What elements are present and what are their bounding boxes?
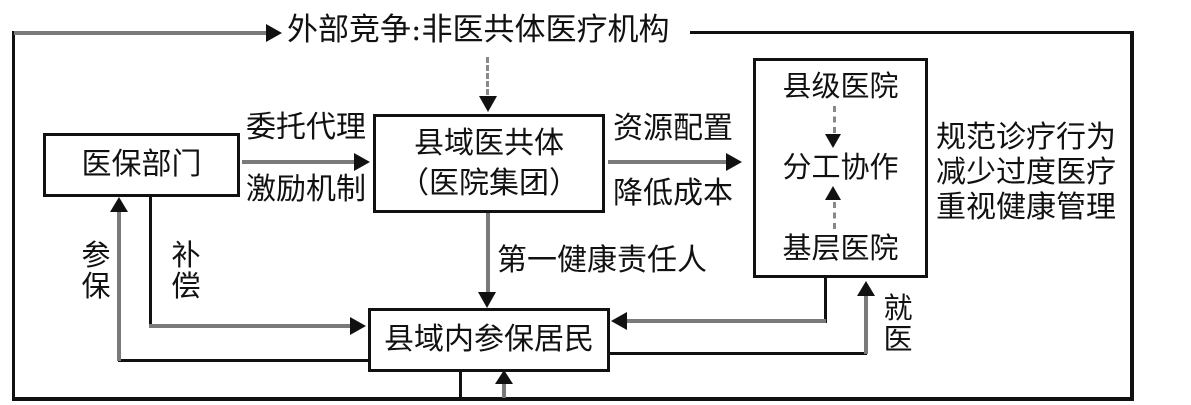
arrow-to-external-competition-head — [266, 24, 282, 42]
first-health-responsible-label: 第一健康责任人 — [497, 243, 707, 278]
hospitals-to-residents-horizontal-shaft — [626, 319, 826, 323]
arrow-insurance-to-community-shaft — [242, 160, 356, 164]
outer-loop-right-line — [1130, 31, 1134, 401]
dashed-arrow-grassroots-to-collab-shaft — [833, 202, 836, 229]
dashed-arrow-county-to-collab-shaft — [833, 106, 836, 133]
seek-care-horizontal-line — [610, 352, 867, 355]
medical-community-label-line1: 县域医共体 — [414, 125, 564, 161]
arrow-to-external-competition-shaft — [14, 31, 268, 35]
arrow-community-to-hospitals-shaft — [608, 160, 728, 164]
arrow-insurance-to-community-head — [354, 153, 370, 171]
compensation-path-head — [350, 317, 366, 335]
dashed-arrow-county-to-collab-head — [825, 134, 841, 148]
residents-box: 县域内参保居民 — [368, 308, 610, 372]
hospitals-box: 县级医院 分工协作 基层医院 — [753, 58, 928, 278]
outer-loop-bottom-line — [12, 397, 1134, 401]
county-hospital-label: 县级医院 — [782, 69, 899, 103]
collaboration-label: 分工协作 — [782, 150, 899, 184]
cost-reduction-label: 降低成本 — [613, 176, 733, 211]
enroll-insurance-label: 参保 — [81, 238, 111, 303]
arrow-community-to-residents-head — [478, 292, 496, 308]
enroll-path-head — [110, 197, 128, 212]
residents-label: 县域内参保居民 — [384, 322, 594, 357]
seek-care-vertical-shaft — [864, 295, 868, 354]
compensation-path-horizontal-shaft — [149, 324, 351, 328]
incentive-label: 激励机制 — [246, 172, 366, 207]
external-competition-label: 外部竞争:非医共体医疗机构 — [287, 12, 670, 48]
dashed-arrow-external-to-community-head — [479, 96, 497, 112]
dashed-arrow-grassroots-to-collab-head — [825, 186, 841, 200]
arrow-community-to-hospitals-head — [726, 153, 742, 171]
seek-care-head — [857, 281, 875, 296]
compensation-path-vertical-line — [149, 196, 152, 328]
arrow-community-to-residents-shaft — [486, 213, 490, 294]
hospitals-to-residents-vertical-line — [824, 277, 827, 323]
loop-to-residents-shaft — [502, 383, 506, 398]
enroll-path-horizontal-line — [118, 359, 368, 362]
grassroots-hospital-label: 基层医院 — [782, 231, 899, 265]
residents-to-loop-line — [459, 371, 462, 399]
compensation-label: 补偿 — [171, 238, 201, 303]
insurance-department-box: 医保部门 — [43, 133, 240, 197]
side-note-line2: 减少过度医疗 — [936, 155, 1116, 190]
dashed-arrow-external-to-community-shaft — [486, 57, 489, 95]
delegation-label: 委托代理 — [246, 110, 366, 145]
insurance-department-label: 医保部门 — [81, 147, 202, 182]
hospitals-to-residents-head — [611, 312, 627, 330]
loop-to-residents-head — [495, 370, 513, 384]
resource-allocation-label: 资源配置 — [613, 111, 733, 146]
outer-loop-top-right-line — [690, 31, 1130, 34]
side-note-line1: 规范诊疗行为 — [936, 120, 1116, 155]
medical-community-box: 县域医共体 （医院集团） — [373, 114, 605, 213]
enroll-path-vertical-shaft — [117, 211, 121, 361]
side-note-line3: 重视健康管理 — [936, 190, 1116, 225]
medical-community-label-line2: （医院集团） — [399, 165, 579, 201]
outer-loop-left-line — [12, 31, 15, 400]
seek-care-label: 就医 — [883, 291, 913, 356]
